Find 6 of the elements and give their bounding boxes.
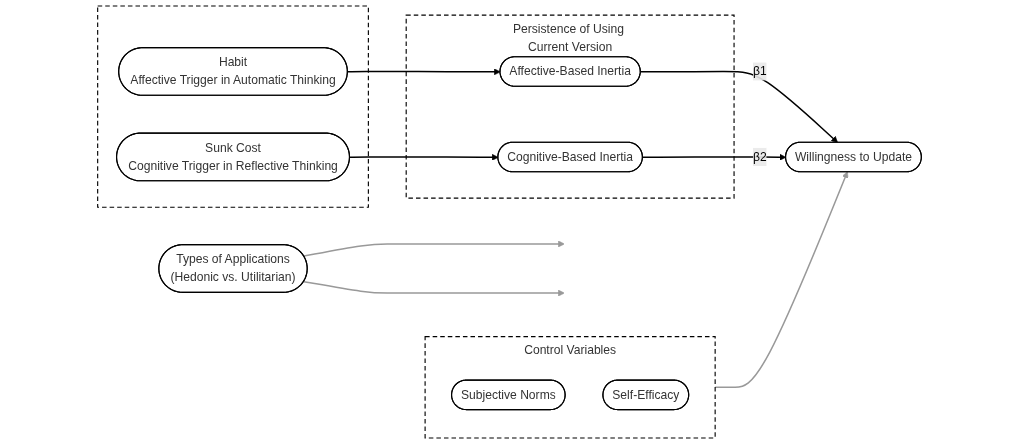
arrow — [303, 280, 565, 297]
edge-label: β2 — [752, 150, 767, 163]
arrow — [349, 154, 499, 161]
arrow — [303, 240, 565, 257]
cluster — [97, 5, 369, 208]
edge-label: β1 — [752, 64, 767, 78]
